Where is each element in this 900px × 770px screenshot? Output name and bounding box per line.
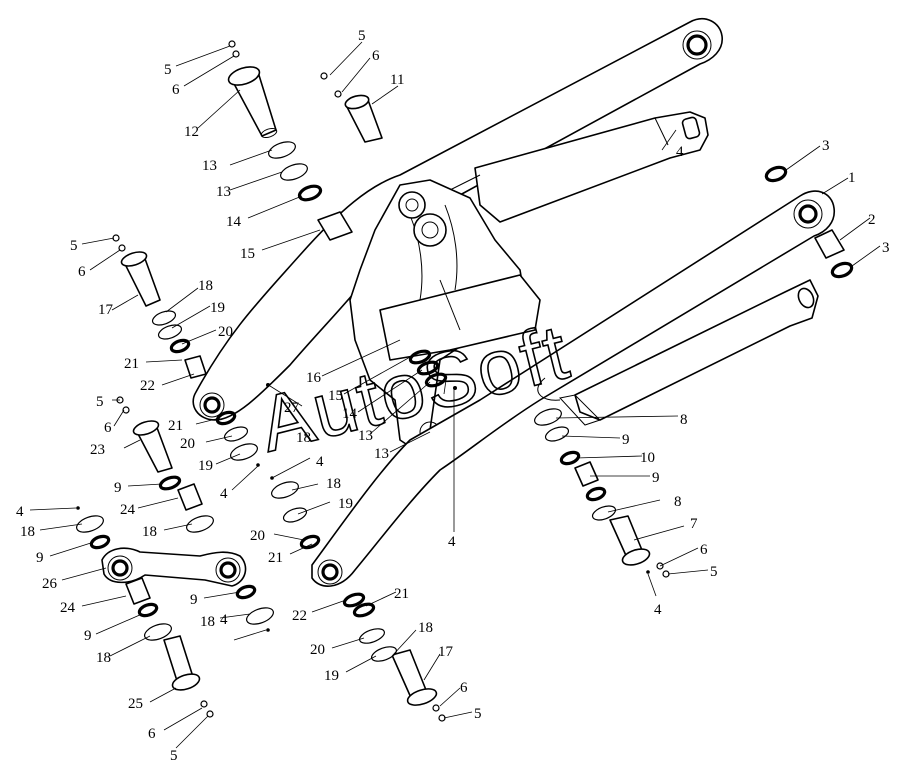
pin-7	[609, 515, 651, 566]
callout-5: 5	[170, 748, 178, 764]
callout-9: 9	[652, 470, 660, 486]
callout-4: 4	[16, 504, 24, 520]
callout-20: 20	[250, 528, 265, 544]
pin-17-upper	[120, 251, 161, 307]
callout-21: 21	[394, 586, 409, 602]
callout-9: 9	[36, 550, 44, 566]
callout-19: 19	[338, 496, 353, 512]
pin-11	[344, 94, 383, 143]
bushings	[125, 211, 845, 605]
upper-arm	[192, 18, 723, 421]
callout-3: 3	[822, 138, 830, 154]
callout-12: 12	[184, 124, 199, 140]
callout-6: 6	[172, 82, 180, 98]
callout-5: 5	[474, 706, 482, 722]
callout-23: 23	[90, 442, 105, 458]
callout-6: 6	[372, 48, 380, 64]
callout-5: 5	[710, 564, 718, 580]
callout-9: 9	[622, 432, 630, 448]
callout-17: 17	[438, 644, 454, 660]
callout-18: 18	[96, 650, 111, 666]
callout-6: 6	[78, 264, 86, 280]
callout-9: 9	[190, 592, 198, 608]
callout-8: 8	[674, 494, 682, 510]
callout-21: 21	[168, 418, 183, 434]
callout-24: 24	[120, 502, 136, 518]
callout-25: 25	[128, 696, 143, 712]
callout-6: 6	[460, 680, 468, 696]
callout-9: 9	[84, 628, 92, 644]
callout-15: 15	[240, 246, 255, 262]
callout-13: 13	[374, 446, 389, 462]
callout-4: 4	[220, 612, 228, 628]
leader-lines	[29, 41, 881, 749]
callout-7: 7	[690, 516, 698, 532]
callout-5: 5	[70, 238, 78, 254]
callout-20: 20	[310, 642, 325, 658]
callout-3: 3	[882, 240, 890, 256]
callout-22: 22	[140, 378, 155, 394]
callout-14: 14	[342, 406, 358, 422]
callout-9: 9	[114, 480, 122, 496]
pin-17-lower	[391, 649, 438, 706]
callout-18: 18	[326, 476, 341, 492]
callout-5: 5	[164, 62, 172, 78]
callout-19: 19	[210, 300, 225, 316]
callout-5: 5	[358, 28, 366, 44]
callout-8: 8	[680, 412, 688, 428]
pin-25	[163, 635, 201, 691]
callout-6: 6	[104, 420, 112, 436]
callout-10: 10	[640, 450, 655, 466]
callout-14: 14	[226, 214, 242, 230]
callout-13: 13	[202, 158, 217, 174]
callout-11: 11	[390, 72, 404, 88]
callout-labels: 1 2 3 3 4 4 4 4 4 4 4 5 5 5 5 5 5 5 6 6 …	[16, 28, 890, 764]
callout-27: 27	[284, 400, 300, 416]
callout-20: 20	[180, 436, 195, 452]
callout-21: 21	[124, 356, 139, 372]
callout-18: 18	[296, 430, 311, 446]
rings	[76, 141, 854, 662]
bell-crank-link	[101, 547, 247, 587]
lower-cylinder	[537, 279, 819, 426]
main-bracket	[349, 179, 541, 451]
callout-6: 6	[148, 726, 156, 742]
callout-13: 13	[216, 184, 231, 200]
callout-18: 18	[418, 620, 433, 636]
callout-4: 4	[220, 486, 228, 502]
callout-2: 2	[868, 212, 876, 228]
callout-18: 18	[198, 278, 213, 294]
callout-4: 4	[316, 454, 324, 470]
bolts	[76, 40, 670, 722]
callout-4: 4	[654, 602, 662, 618]
callout-18: 18	[142, 524, 157, 540]
callout-19: 19	[198, 458, 213, 474]
callout-5: 5	[96, 394, 104, 410]
callout-18: 18	[20, 524, 35, 540]
callout-22: 22	[292, 608, 307, 624]
callout-16: 16	[306, 370, 322, 386]
callout-18: 18	[200, 614, 215, 630]
callout-17: 17	[98, 302, 114, 318]
callout-1: 1	[848, 170, 856, 186]
callout-26: 26	[42, 576, 58, 592]
callout-15: 15	[328, 388, 343, 404]
callout-4: 4	[676, 144, 684, 160]
callout-19: 19	[324, 668, 339, 684]
upper-cylinder	[429, 111, 709, 223]
pin-23	[132, 420, 173, 473]
callout-24: 24	[60, 600, 76, 616]
callout-6: 6	[700, 542, 708, 558]
callout-21: 21	[268, 550, 283, 566]
callout-20: 20	[218, 324, 233, 340]
pin-12	[227, 66, 278, 139]
lower-arm	[311, 190, 836, 587]
callout-4: 4	[448, 534, 456, 550]
callout-13: 13	[358, 428, 373, 444]
